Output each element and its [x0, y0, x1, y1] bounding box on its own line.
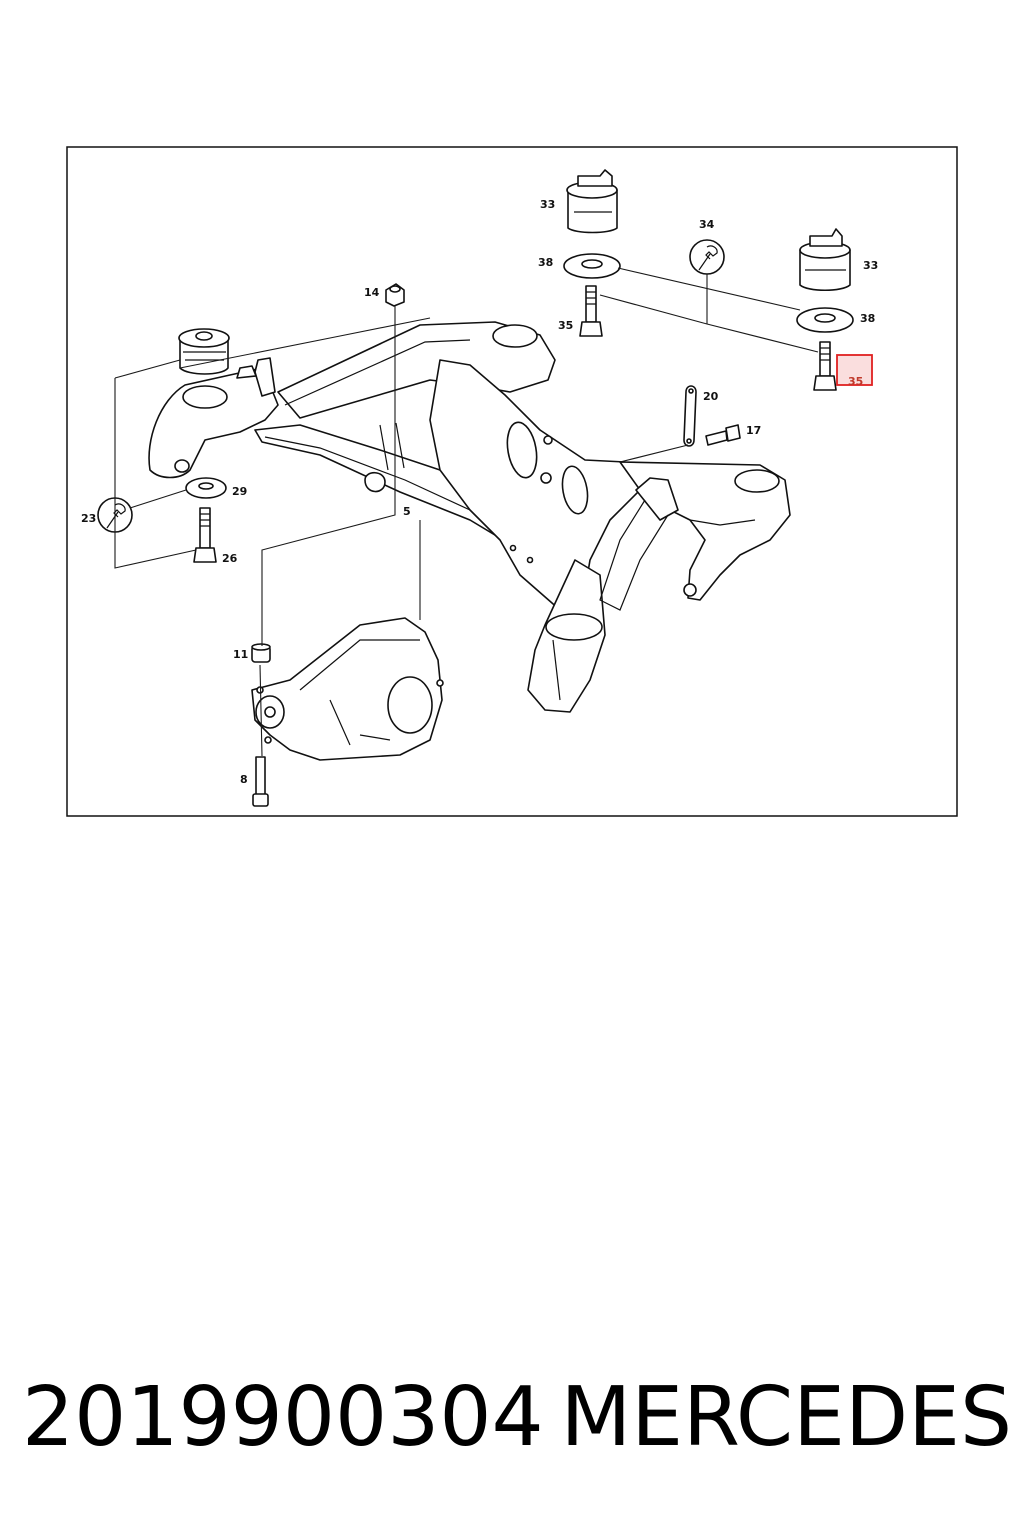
bushing-11	[251, 643, 271, 663]
washer-38-right	[796, 307, 854, 333]
callout-38-upper: 38	[538, 256, 553, 269]
brand-name: MERCEDES	[560, 1369, 1012, 1465]
washer-38-upper	[563, 253, 621, 279]
bolt-35-right	[813, 341, 837, 391]
rubber-mount-33-right	[799, 228, 851, 292]
callout-17: 17	[746, 424, 761, 437]
callout-14: 14	[364, 286, 380, 299]
callout-33-upper: 33	[540, 198, 555, 211]
rear-differential	[251, 617, 444, 761]
nut-14	[385, 283, 405, 307]
part-caption: 2019900304 MERCEDES	[22, 1362, 1012, 1472]
bracket-20	[683, 385, 697, 447]
bolt-26	[193, 507, 217, 563]
rubber-mount-33-upper	[566, 169, 618, 234]
callout-23: 23	[81, 512, 96, 525]
callout-8: 8	[240, 773, 248, 786]
callout-34: 34	[699, 218, 715, 231]
rear-axle-subframe	[148, 321, 791, 713]
leader-lines	[114, 267, 819, 757]
callout-35-upper: 35	[558, 319, 573, 332]
highlighted-callout-35[interactable]: 35	[836, 354, 873, 388]
callout-20: 20	[703, 390, 719, 403]
bolt-17	[705, 424, 741, 446]
callout-29: 29	[232, 485, 247, 498]
bolt-8	[252, 756, 269, 807]
callout-33-right: 33	[863, 259, 878, 272]
callout-5: 5	[403, 505, 411, 518]
washer-29	[185, 477, 227, 499]
bolt-35-upper	[579, 285, 603, 337]
wrench-symbol-34	[689, 239, 725, 275]
callout-11: 11	[233, 648, 248, 661]
callout-35-right: 35	[848, 375, 863, 388]
callout-38-right: 38	[860, 312, 875, 325]
part-number: 2019900304	[22, 1369, 544, 1465]
callout-26: 26	[222, 552, 238, 565]
